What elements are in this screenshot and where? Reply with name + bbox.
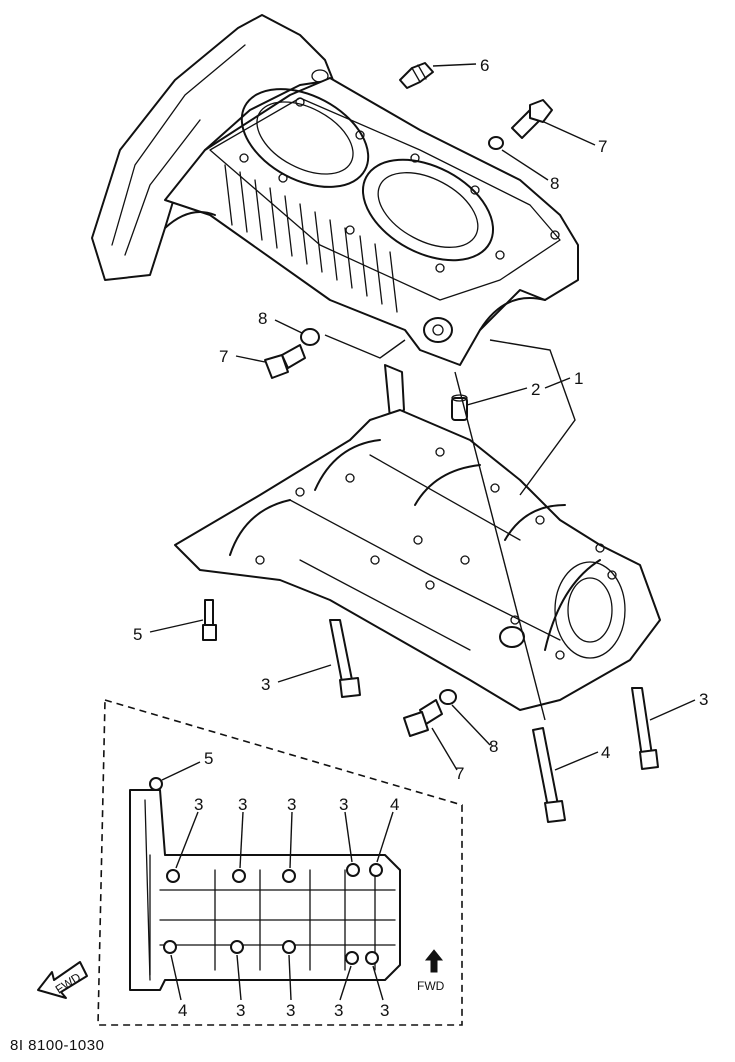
inset-callout-3-bottom-a: 3 <box>236 1001 245 1020</box>
fwd-diagonal-arrow-icon: FWD <box>37 961 88 999</box>
callout-8-lower: 8 <box>489 737 498 756</box>
upper-crankcase <box>91 14 579 366</box>
inset-callout-3b: 3 <box>238 795 247 814</box>
washer-part-8-lower <box>439 689 457 705</box>
callout-3-right: 3 <box>699 690 708 709</box>
bolt-part-5 <box>202 599 217 641</box>
long-bolt-part-3-left <box>329 619 361 698</box>
inset-bottom-view: 5 3 3 3 3 4 4 3 3 3 3 FWD FWD <box>37 698 463 1026</box>
callout-labels: 6 7 8 8 7 2 1 5 3 3 4 8 7 <box>133 56 708 783</box>
inset-callout-3c: 3 <box>287 795 296 814</box>
fwd-up-arrow-icon <box>424 949 444 973</box>
inset-callout-4: 4 <box>390 795 399 814</box>
bolt-part-7-lower <box>403 699 443 737</box>
leader-lines <box>149 63 696 771</box>
callout-2: 2 <box>531 380 540 399</box>
lower-crankcase <box>174 364 661 711</box>
callout-8-upper: 8 <box>550 174 559 193</box>
long-bolt-part-4 <box>532 727 566 823</box>
callout-7-mid: 7 <box>219 347 228 366</box>
callout-1: 1 <box>574 369 583 388</box>
washer-part-8-upper <box>488 136 504 150</box>
fwd-label-inset: FWD <box>417 979 445 993</box>
bolt-part-7-upper <box>511 99 553 139</box>
inset-callout-3a: 3 <box>194 795 203 814</box>
inset-callout-3-bottom-c: 3 <box>334 1001 343 1020</box>
washer-part-8-mid <box>300 328 320 346</box>
bolt-part-7-mid <box>264 344 306 379</box>
callout-8-mid: 8 <box>258 309 267 328</box>
callout-4: 4 <box>601 743 610 762</box>
diagram-code: 8I 8100-1030 <box>10 1037 104 1054</box>
long-bolt-part-3-right <box>631 687 659 770</box>
inset-callout-4-bottom: 4 <box>178 1001 187 1020</box>
fitting-part-6 <box>399 62 434 89</box>
callout-5: 5 <box>133 625 142 644</box>
inset-callout-3-bottom-d: 3 <box>380 1001 389 1020</box>
callout-3-left: 3 <box>261 675 270 694</box>
callout-7-lower: 7 <box>455 764 464 783</box>
inset-callout-3d: 3 <box>339 795 348 814</box>
callout-7-upper: 7 <box>598 137 607 156</box>
callout-6: 6 <box>480 56 489 75</box>
inset-callout-3-bottom-b: 3 <box>286 1001 295 1020</box>
inset-callout-5: 5 <box>204 749 213 768</box>
